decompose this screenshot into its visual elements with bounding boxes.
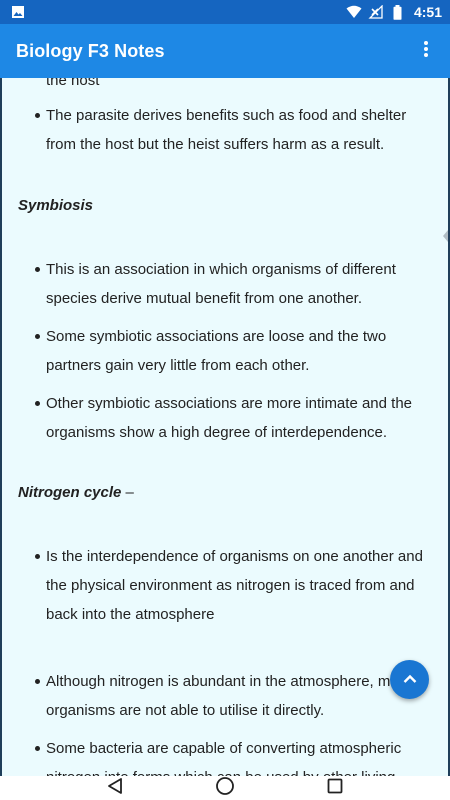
overflow-menu-button[interactable] bbox=[412, 31, 440, 71]
cut-off-text: the host bbox=[46, 78, 100, 89]
signal-icon bbox=[368, 4, 384, 20]
list-item: The parasite derives benefits such as fo… bbox=[2, 101, 448, 159]
nitrogen-cycle-heading: Nitrogen cycle – bbox=[18, 484, 134, 501]
status-right: 4:51 bbox=[346, 4, 442, 20]
recents-icon bbox=[327, 778, 343, 799]
symbiosis-list: This is an association in which organism… bbox=[2, 255, 448, 447]
list-item: Some bacteria are capable of converting … bbox=[2, 734, 448, 776]
list-item: Is the interdependence of organisms on o… bbox=[2, 542, 448, 629]
list-item: Other symbiotic associations are more in… bbox=[2, 389, 448, 447]
list-item: This is an association in which organism… bbox=[2, 255, 448, 313]
status-bar: 4:51 bbox=[0, 0, 450, 24]
recents-button[interactable] bbox=[320, 777, 350, 799]
status-left bbox=[10, 4, 26, 20]
home-button[interactable] bbox=[210, 776, 240, 800]
scroll-to-top-button[interactable] bbox=[390, 660, 429, 699]
nitrogen-list-a: Is the interdependence of organisms on o… bbox=[2, 542, 448, 629]
list-item: Although nitrogen is abundant in the atm… bbox=[2, 667, 448, 725]
app-title: Biology F3 Notes bbox=[16, 40, 165, 61]
list-item: Some symbiotic associations are loose an… bbox=[2, 322, 448, 380]
back-button[interactable] bbox=[100, 777, 130, 799]
more-vert-icon bbox=[423, 40, 429, 63]
battery-icon bbox=[390, 4, 406, 20]
notes-scroll-area: the host The parasite derives benefits s… bbox=[2, 78, 448, 776]
status-time: 4:51 bbox=[413, 4, 442, 20]
home-icon bbox=[215, 776, 235, 800]
chevron-up-icon bbox=[403, 671, 417, 689]
image-icon bbox=[10, 4, 26, 20]
notes-content[interactable]: the host The parasite derives benefits s… bbox=[0, 78, 450, 776]
nitrogen-list-b: Although nitrogen is abundant in the atm… bbox=[2, 667, 448, 776]
wifi-icon bbox=[346, 4, 362, 20]
navigation-bar bbox=[0, 776, 450, 800]
symbiosis-heading: Symbiosis bbox=[18, 197, 94, 214]
app-bar: Biology F3 Notes bbox=[0, 24, 450, 78]
scroll-indicator[interactable] bbox=[443, 230, 448, 242]
back-icon bbox=[107, 777, 123, 800]
parasite-list: The parasite derives benefits such as fo… bbox=[2, 101, 448, 159]
